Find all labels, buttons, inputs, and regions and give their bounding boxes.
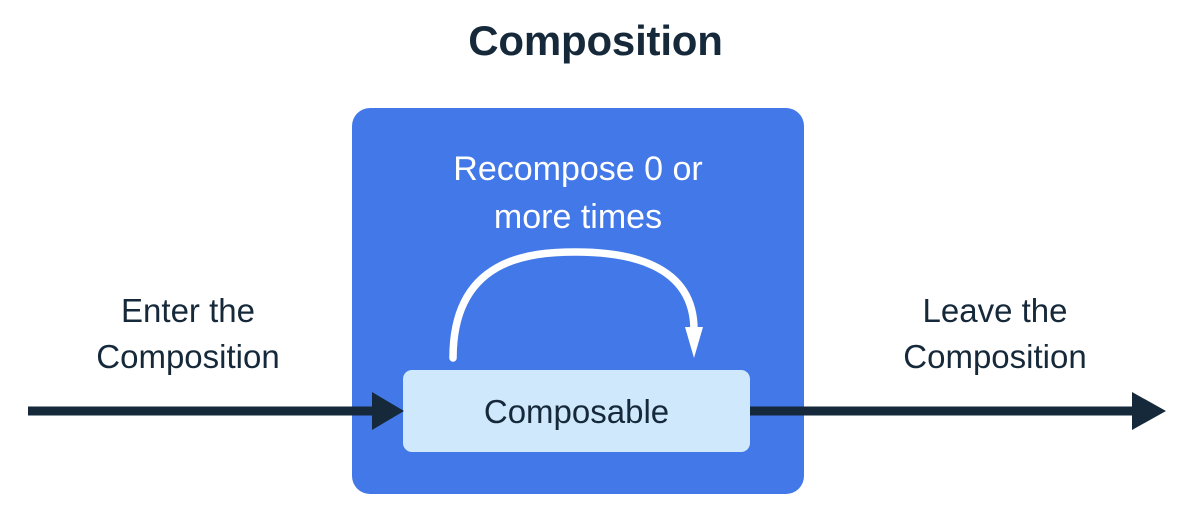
recompose-caption: Recompose 0 or more times: [352, 145, 804, 241]
enter-composition-label-line-2: Composition: [96, 338, 280, 375]
leave-arrowhead-icon: [1132, 392, 1166, 430]
composable-box: Composable: [403, 370, 750, 452]
recompose-caption-line-2: more times: [493, 198, 663, 236]
composable-label: Composable: [483, 392, 670, 430]
enter-composition-label-line-1: Enter the: [121, 292, 255, 329]
recompose-caption-line-1: Recompose 0 or: [453, 150, 703, 188]
page-title: Composition: [468, 17, 723, 64]
enter-composition-arrow: [28, 392, 404, 430]
leave-composition-label-line-1: Leave the: [922, 292, 1068, 329]
leave-composition-label: Leave the Composition: [845, 288, 1145, 380]
leave-composition-arrow: [750, 392, 1166, 430]
enter-composition-label: Enter the Composition: [38, 288, 338, 380]
leave-composition-label-line-2: Composition: [903, 338, 1087, 375]
